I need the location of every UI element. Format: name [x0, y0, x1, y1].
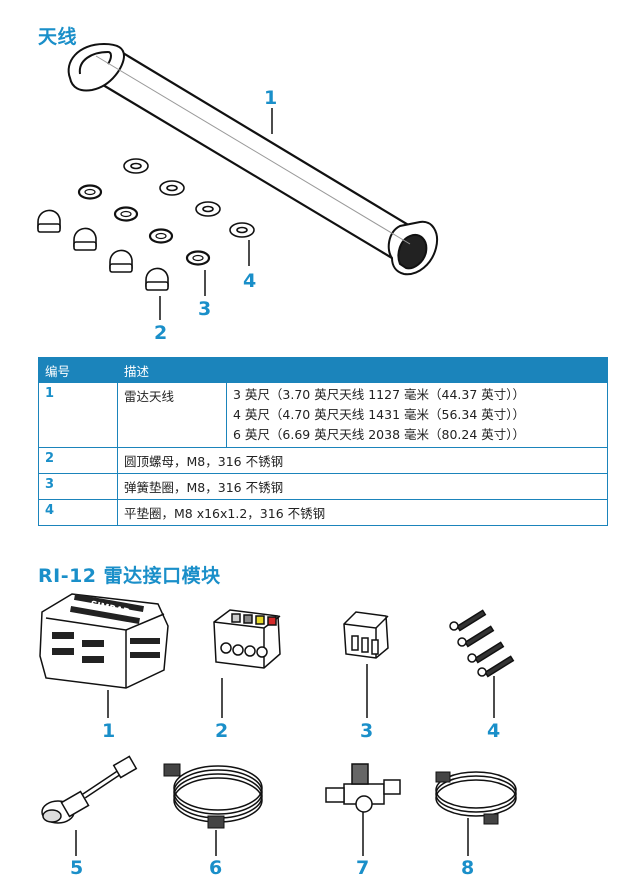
row-description: 雷达天线 [117, 382, 227, 448]
radar-antenna-drawing [67, 42, 438, 276]
antenna-variants: 3 英尺（3.70 英尺天线 1127 毫米（44.37 英寸）） 4 英尺（4… [226, 382, 608, 448]
parts-table: 编号 描述 1 雷达天线 3 英尺（3.70 英尺天线 1127 毫米（44.3… [38, 357, 608, 526]
table-row: 2 圆顶螺母，M8，316 不锈钢 [38, 447, 608, 474]
callout-ri12-6: 6 [209, 857, 223, 879]
dome-nut-drawings [37, 209, 169, 291]
row-number: 4 [38, 499, 118, 526]
header-number: 编号 [38, 357, 118, 383]
flat-washer-drawings [123, 158, 255, 238]
ri12-section-title: RI-12 雷达接口模块 [38, 565, 221, 587]
callout-antenna-3: 3 [198, 298, 212, 320]
spring-washer-drawings [77, 184, 211, 266]
antenna-section-title: 天线 [38, 26, 78, 48]
row-number: 3 [38, 473, 118, 500]
table-row: 3 弹簧垫圈，M8，316 不锈钢 [38, 473, 608, 500]
variant-line: 6 英尺（6.69 英尺天线 2038 毫米（80.24 英寸）） [233, 427, 525, 442]
row-number: 1 [38, 382, 118, 448]
row-description: 弹簧垫圈，M8，316 不锈钢 [117, 473, 608, 500]
row-number: 2 [38, 447, 118, 474]
callout-ri12-8: 8 [461, 857, 475, 879]
callout-ri12-3: 3 [360, 720, 374, 742]
header-description: 描述 [117, 357, 608, 383]
row-description: 圆顶螺母，M8，316 不锈钢 [117, 447, 608, 474]
table-row: 1 雷达天线 3 英尺（3.70 英尺天线 1127 毫米（44.37 英寸））… [38, 382, 608, 448]
callout-antenna-1: 1 [264, 87, 278, 109]
callout-antenna-4: 4 [243, 270, 257, 292]
table-header-row: 编号 描述 [38, 357, 608, 383]
table-row: 4 平垫圈，M8 x16x1.2，316 不锈钢 [38, 499, 608, 526]
callout-ri12-2: 2 [215, 720, 229, 742]
variant-line: 4 英尺（4.70 英尺天线 1431 毫米（56.34 英寸）） [233, 407, 525, 422]
callout-ri12-7: 7 [356, 857, 370, 879]
variant-line: 3 英尺（3.70 英尺天线 1127 毫米（44.37 英寸）） [233, 387, 525, 402]
callout-antenna-2: 2 [154, 322, 168, 344]
row-description: 平垫圈，M8 x16x1.2，316 不锈钢 [117, 499, 608, 526]
callout-ri12-1: 1 [102, 720, 116, 742]
callout-ri12-4: 4 [487, 720, 501, 742]
callout-ri12-5: 5 [70, 857, 84, 879]
